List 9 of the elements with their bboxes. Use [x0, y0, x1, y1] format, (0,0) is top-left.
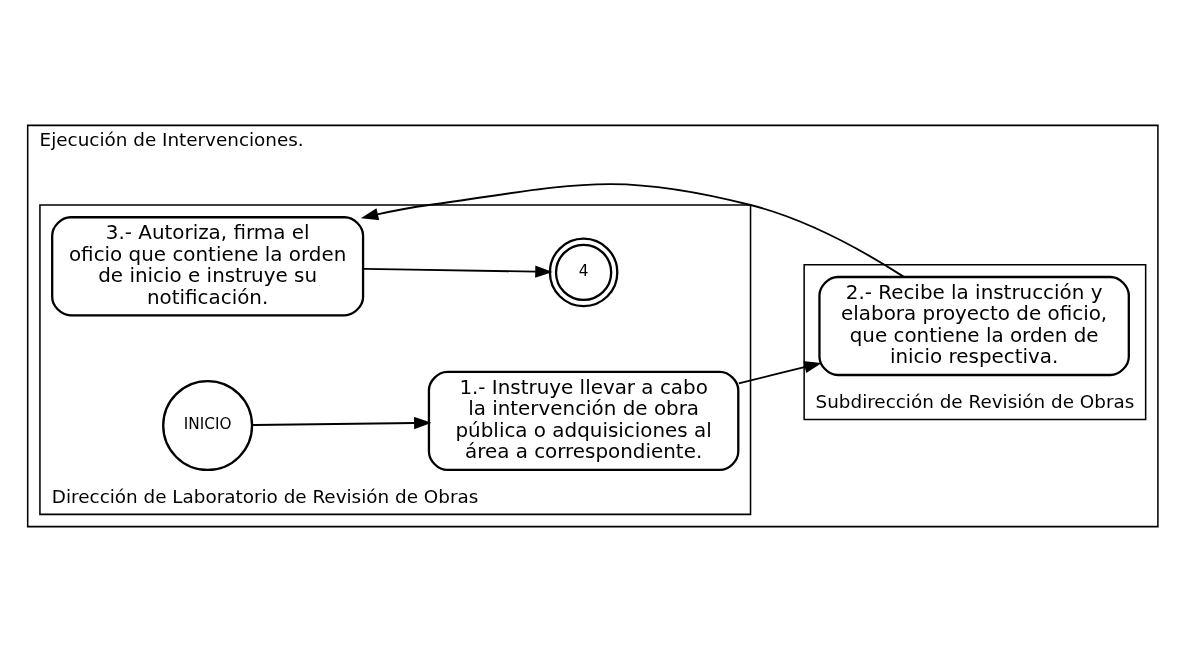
arrow [360, 182, 905, 278]
arrow [251, 416, 432, 429]
node-circle: 4 [548, 237, 619, 307]
node-box: 1.- Instruye llevar a cabo la intervención de obra pública o adquisiciones al área a correspondiente. [427, 370, 740, 471]
node-circle: INICIO [162, 379, 254, 471]
node-box: 2.- Recibe la instrucción y elabora proyecto de oficio, que contiene la orden de inicio respectiva. [818, 275, 1130, 376]
arrow [737, 360, 822, 384]
arrow [362, 265, 553, 278]
node-box: 3.- Autoriza, firma el oficio que contiene la orden de inicio e instruye su notificación. [51, 215, 365, 316]
